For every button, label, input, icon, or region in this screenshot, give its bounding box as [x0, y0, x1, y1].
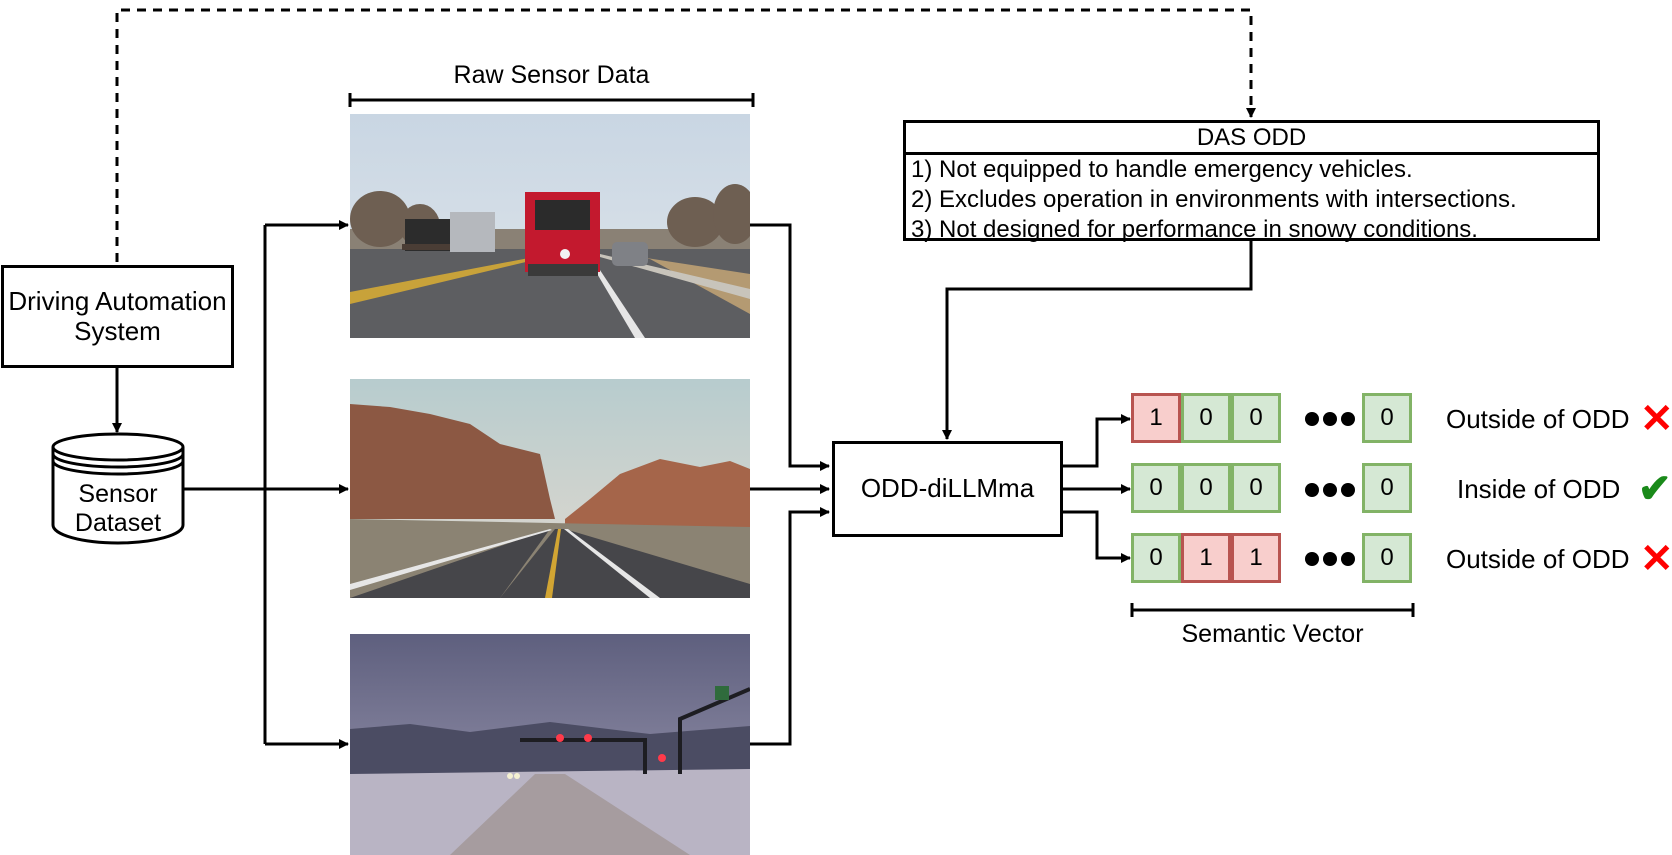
vector3-cell-last: 0 [1362, 533, 1412, 583]
model-label: ODD-diLLMma [860, 473, 1035, 504]
vector3-status: Outside of ODD [1446, 544, 1630, 574]
vector2-cell-2: 0 [1181, 463, 1231, 513]
vector2-cell-3: 0 [1231, 463, 1281, 513]
model-to-vector1-arrow [1063, 414, 1131, 468]
semantic-vector-label: Semantic Vector [1181, 620, 1364, 648]
odd-item-3: 3) Not designed for performance in snowy… [911, 216, 1478, 243]
snowy-intersection-image [350, 634, 750, 855]
check-icon: ✔ [1638, 467, 1672, 511]
desert-road-image [350, 379, 750, 598]
vector3-cell-3: 1 [1231, 533, 1281, 583]
model-to-vector3-arrow [1063, 510, 1131, 563]
vector2-cell-last: 0 [1362, 463, 1412, 513]
vector3-ellipsis [1305, 552, 1355, 566]
dashed-feedback-line [115, 8, 1256, 262]
raw-sensor-bracket [348, 93, 755, 107]
raw-sensor-data-label: Raw Sensor Data [453, 61, 650, 89]
odd-dillmma-box: ODD-diLLMma [832, 441, 1063, 537]
odd-title: DAS ODD [906, 123, 1597, 155]
vector1-cell-3: 0 [1231, 393, 1281, 443]
das-odd-box: DAS ODD 1) Not equipped to handle emerge… [903, 120, 1600, 243]
database-icon [51, 432, 185, 545]
image3-to-model-arrow [750, 507, 830, 746]
vector2-status: Inside of ODD [1457, 474, 1621, 504]
semantic-vector-bracket [1130, 603, 1415, 617]
fire-truck-road-image [350, 114, 750, 338]
odd-item-1: 1) Not equipped to handle emergency vehi… [911, 156, 1413, 183]
das-label: Driving Automation System [8, 285, 227, 346]
odd-to-model-arrow [942, 241, 1253, 440]
odd-item-2: 2) Excludes operation in environments wi… [911, 186, 1517, 213]
vector3-cell-2: 1 [1181, 533, 1231, 583]
dataset-label: Sensor Dataset [74, 480, 162, 537]
vector1-ellipsis [1305, 412, 1355, 426]
vector2-ellipsis [1305, 483, 1355, 497]
vector1-cell-last: 0 [1362, 393, 1412, 443]
image1-to-model-arrow [750, 223, 830, 471]
vector1-status: Outside of ODD [1446, 404, 1630, 434]
cross-icon: ✕ [1640, 397, 1672, 441]
cross-icon: ✕ [1640, 537, 1672, 581]
vector1-cell-2: 0 [1181, 393, 1231, 443]
vector2-cell-1: 0 [1131, 463, 1181, 513]
vector3-cell-1: 0 [1131, 533, 1181, 583]
vector1-cell-1: 1 [1131, 393, 1181, 443]
driving-automation-system-box: Driving Automation System [1, 265, 234, 368]
